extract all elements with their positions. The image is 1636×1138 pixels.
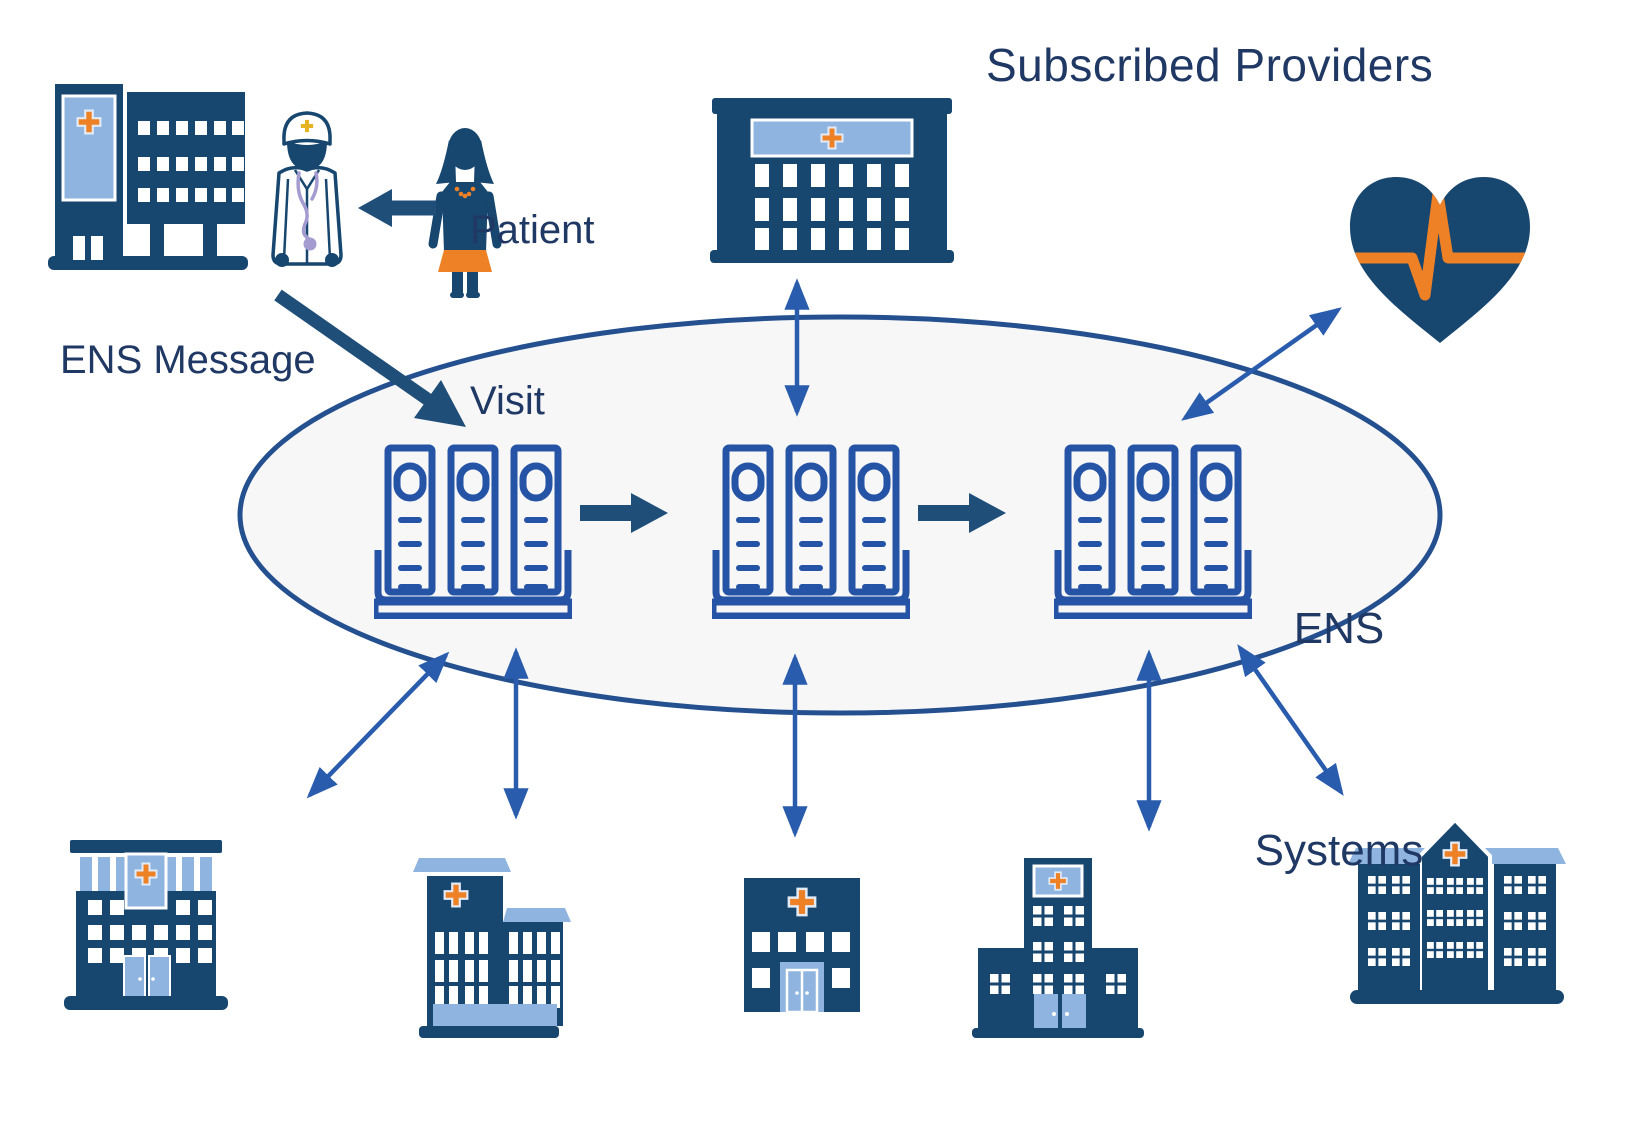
ens-systems-label: ENS Systems xyxy=(1237,444,1441,1036)
provider-building-windows xyxy=(755,164,909,251)
hospital-building-icon xyxy=(48,84,248,270)
link-clinic-5 xyxy=(1237,644,1344,796)
heart-pulse-icon xyxy=(1350,177,1530,343)
rack-flow-arrow-1 xyxy=(580,493,668,533)
necklace-dots xyxy=(454,186,476,199)
small-clinic-building-icon xyxy=(744,878,860,1014)
hospital-windows xyxy=(138,121,244,202)
patient-icon xyxy=(428,128,502,298)
ens-message-label: ENS Message xyxy=(60,338,316,382)
l-shaped-hospital-building-icon xyxy=(413,858,571,1038)
patient-visit-label: Patient Visit xyxy=(470,88,595,544)
patient-visit-arrow xyxy=(358,189,436,227)
patient-visit-line2: Visit xyxy=(470,379,545,423)
tower-hospital-building-icon xyxy=(972,858,1144,1038)
provider-building-top-icon xyxy=(710,98,954,263)
ens-systems-line1: ENS xyxy=(1293,604,1385,653)
ens-message-arrow xyxy=(274,289,466,427)
gabled-hospital-building-icon xyxy=(1348,817,1566,1004)
rack-flow-arrow-2 xyxy=(918,493,1006,533)
ens-systems-line2: Systems xyxy=(1254,826,1424,875)
clinic-awning-building-icon xyxy=(64,840,228,1010)
ekg-line xyxy=(1350,188,1530,301)
patient-visit-line1: Patient xyxy=(470,208,595,252)
link-clinic-1 xyxy=(306,651,450,799)
doctor-icon xyxy=(271,111,343,267)
diagram-title: Subscribed Providers xyxy=(986,39,1434,91)
link-heart xyxy=(1181,307,1342,421)
